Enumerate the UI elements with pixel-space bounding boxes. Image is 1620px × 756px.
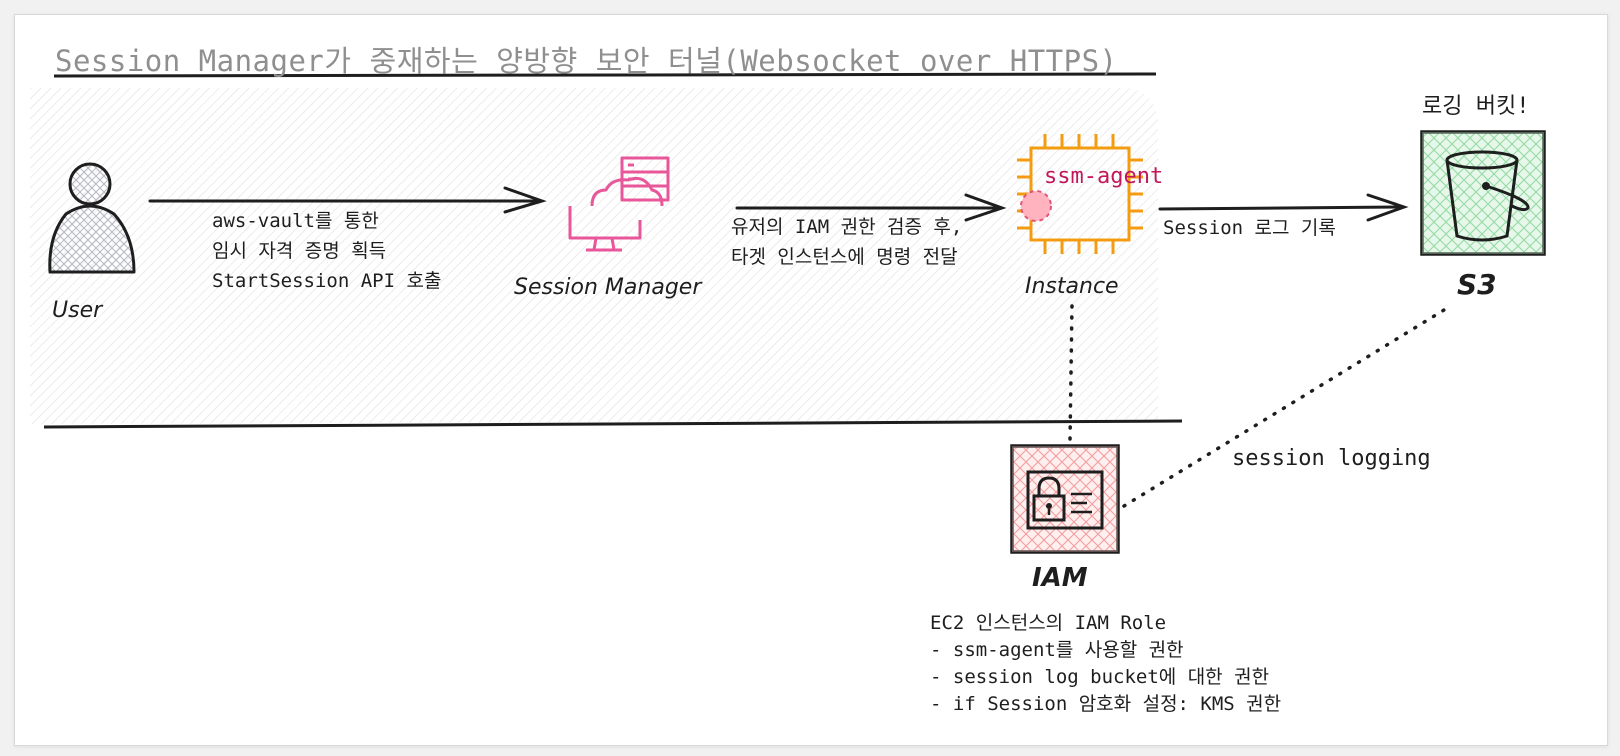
user-icon <box>48 162 136 274</box>
user-label: User <box>52 298 103 323</box>
edge-label-session-manager-to-instance: 유저의 IAM 권한 검증 후, 타겟 인스턴스에 명령 전달 <box>731 216 963 268</box>
arrow-instance-to-s3 <box>1158 193 1409 222</box>
iam-note-line: - session log bucket에 대한 권한 <box>930 666 1270 688</box>
instance-label: Instance <box>1025 274 1119 299</box>
edge-label-user-to-session-manager: aws-vault를 통한 임시 자격 증명 획득 StartSession A… <box>212 210 442 292</box>
iam-note-line: EC2 인스턴스의 IAM Role <box>930 612 1167 634</box>
tunnel-region <box>30 88 1158 424</box>
arrow-session-manager-to-instance <box>735 193 1007 222</box>
iam-note-line: - if Session 암호화 설정: KMS 권한 <box>930 693 1282 715</box>
dotted-instance-to-iam <box>1068 304 1074 442</box>
id-card-lock-icon <box>1010 444 1120 554</box>
ssm-agent-dot <box>1020 190 1052 222</box>
edge-label-instance-to-s3: Session 로그 기록 <box>1163 217 1336 239</box>
s3-caption: 로깅 버킷! <box>1422 94 1530 119</box>
session-manager-label: Session Manager <box>514 275 702 300</box>
tunnel-bottom-line <box>43 419 1183 429</box>
iam-note-line: - ssm-agent를 사용할 권한 <box>930 639 1184 661</box>
arrow-user-to-session-manager <box>148 186 547 214</box>
title-underline <box>53 72 1157 78</box>
dotted-iam-to-s3 <box>1122 308 1446 508</box>
cloud-server-icon <box>568 156 670 252</box>
ssm-agent-label: ssm-agent <box>1044 164 1164 189</box>
iam-notes: EC2 인스턴스의 IAM Role - ssm-agent를 사용할 권한 -… <box>930 610 1281 718</box>
diagram-title: Session Manager가 중재하는 양방향 보안 터널(Websocke… <box>55 44 1118 78</box>
iam-label: IAM <box>1032 563 1088 593</box>
s3-label: S3 <box>1457 268 1497 301</box>
bucket-icon <box>1420 130 1546 256</box>
edge-label-session-logging: session logging <box>1232 446 1431 471</box>
